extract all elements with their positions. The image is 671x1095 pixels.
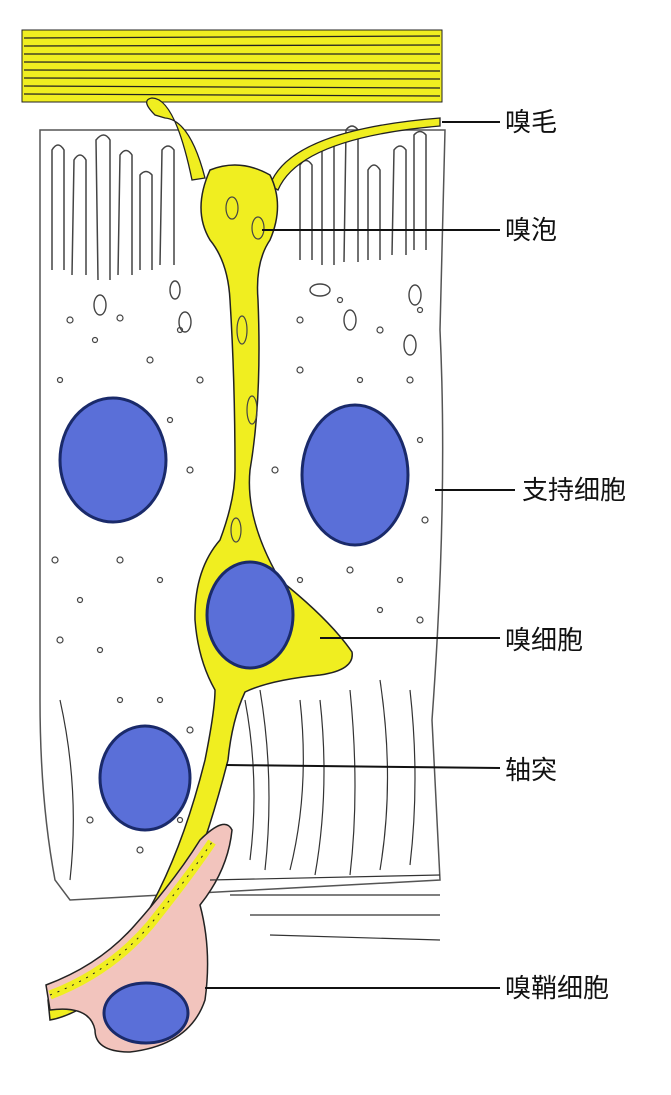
label-olfactory-vesicle: 嗅泡 bbox=[505, 216, 558, 246]
leader-lines bbox=[205, 121, 515, 989]
olfactory-cell-nucleus bbox=[205, 560, 295, 670]
olfactory-cilia-strands bbox=[146, 97, 441, 191]
basal-striations bbox=[59, 679, 441, 941]
leader-line-axon bbox=[225, 764, 501, 769]
label-supporting-cell: 支持细胞 bbox=[522, 476, 627, 506]
label-axon: 轴突 bbox=[505, 756, 558, 786]
label-olfactory-cilia: 嗅毛 bbox=[505, 108, 558, 138]
olfactory-ensheathing-cell bbox=[45, 823, 233, 1053]
ensheathing-cell-nucleus bbox=[102, 981, 190, 1045]
label-olfactory-cell: 嗅细胞 bbox=[505, 626, 584, 656]
mitochondria bbox=[93, 280, 422, 356]
supporting-cell-nucleus-left bbox=[58, 396, 168, 524]
granules bbox=[51, 296, 429, 854]
label-olfactory-ensheathing-cell: 嗅鞘细胞 bbox=[505, 974, 610, 1004]
cilia-layer bbox=[21, 29, 443, 103]
supporting-cell-nucleus-right bbox=[300, 403, 410, 547]
nuclei bbox=[58, 396, 410, 1045]
basal-cell-nucleus bbox=[98, 724, 192, 832]
